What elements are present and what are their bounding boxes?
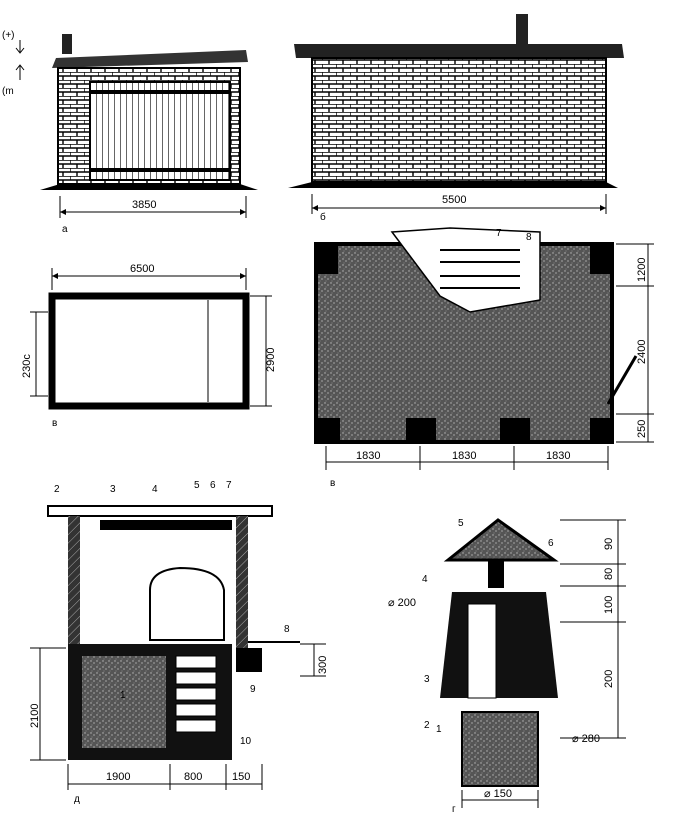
vent-cap [443, 518, 559, 562]
callout-4: 4 [152, 484, 158, 495]
dim-d-3: 150 [232, 771, 250, 783]
ladder [606, 355, 638, 405]
panel-g-floor-plan: 7 8 1830 1830 1830 1200 2400 250 в [314, 227, 654, 489]
vent-duct [100, 520, 232, 530]
panel-label-d: д [74, 794, 80, 805]
panel-e-vent-detail: 5 6 4 3 2 1 ⌀ 200 ⌀ 280 ⌀ 150 90 80 100 … [388, 518, 626, 815]
vent-shaft-outer [440, 592, 558, 698]
callout-2: 2 [54, 484, 60, 495]
callout-e-1: 1 [436, 724, 442, 735]
cellar-room [82, 656, 166, 748]
dim-width-a: 3850 [132, 199, 156, 211]
ground-line [40, 184, 258, 190]
dim-d-1: 1900 [106, 771, 130, 783]
callout-1: 1 [120, 690, 126, 701]
panel-label-v: в [52, 418, 57, 429]
margin-mark-bottom: (m [2, 86, 14, 97]
panel-b-side-elevation: 5500 б [288, 14, 624, 223]
dim-door-v: 230c [21, 354, 33, 378]
roof-slab [52, 50, 248, 68]
callout-e-3: 3 [424, 674, 430, 685]
dim-g-r2: 2400 [636, 340, 648, 364]
vent-base [461, 711, 539, 787]
dim-depth-v: 2900 [265, 348, 277, 372]
gate [89, 81, 231, 181]
cellar-steps [175, 655, 217, 733]
panel-d-section: 2 3 4 5 6 7 8 9 10 1 2100 300 1900 800 1… [29, 480, 329, 805]
dim-g-r3: 250 [636, 420, 648, 438]
callout-e-5: 5 [458, 518, 464, 529]
plan-walls [48, 292, 250, 410]
diam-top: ⌀ 200 [388, 597, 416, 609]
dim-width-b: 5500 [442, 194, 466, 206]
footing [236, 648, 262, 672]
callout-e-6: 6 [548, 538, 554, 549]
margin-mark-top: (+) [2, 30, 15, 41]
diam-side: ⌀ 280 [572, 733, 600, 745]
callout-5: 5 [194, 480, 200, 491]
callout-7-g: 7 [496, 228, 502, 239]
callout-10: 10 [240, 736, 252, 747]
dim-d-2: 800 [184, 771, 202, 783]
callout-8: 8 [284, 624, 290, 635]
dim-d-depth: 300 [317, 656, 329, 674]
vent-pipe [467, 603, 497, 699]
dim-e-2: 80 [603, 568, 615, 580]
panel-v-plan: 6500 2900 230c в [21, 263, 277, 429]
diam-base: ⌀ 150 [484, 788, 512, 800]
dim-g-r1: 1200 [636, 258, 648, 282]
dim-g-2: 1830 [452, 450, 476, 462]
brick-wall-side [311, 57, 607, 183]
roof-slab-side [294, 44, 624, 58]
panel-label-b: б [320, 211, 326, 223]
wall-right [236, 516, 248, 648]
dim-d-height: 2100 [29, 704, 41, 728]
chimney [62, 34, 72, 54]
callout-8-g: 8 [526, 232, 532, 243]
callout-3: 3 [110, 484, 116, 495]
callout-e-2: 2 [424, 720, 430, 731]
dim-g-3: 1830 [546, 450, 570, 462]
dim-g-1: 1830 [356, 450, 380, 462]
dim-e-4: 200 [603, 670, 615, 688]
panel-label-e: г [452, 804, 456, 815]
panel-a-front-elevation: 3850 a [40, 34, 258, 235]
roof-section [47, 505, 273, 517]
panel-label-g: в [330, 478, 335, 489]
dim-e-1: 90 [603, 538, 615, 550]
panel-label-a: a [62, 224, 68, 235]
callout-6: 6 [210, 480, 216, 491]
car-silhouette [149, 566, 225, 641]
chimney-side [516, 14, 528, 46]
margin-arrow-up [15, 64, 25, 80]
callout-7: 7 [226, 480, 232, 491]
callout-9: 9 [250, 684, 256, 695]
dim-e-3: 100 [603, 596, 615, 614]
dim-length-v: 6500 [130, 263, 154, 275]
callout-e-4: 4 [422, 574, 428, 585]
margin-arrow-down [15, 40, 25, 54]
wall-left [68, 516, 80, 648]
